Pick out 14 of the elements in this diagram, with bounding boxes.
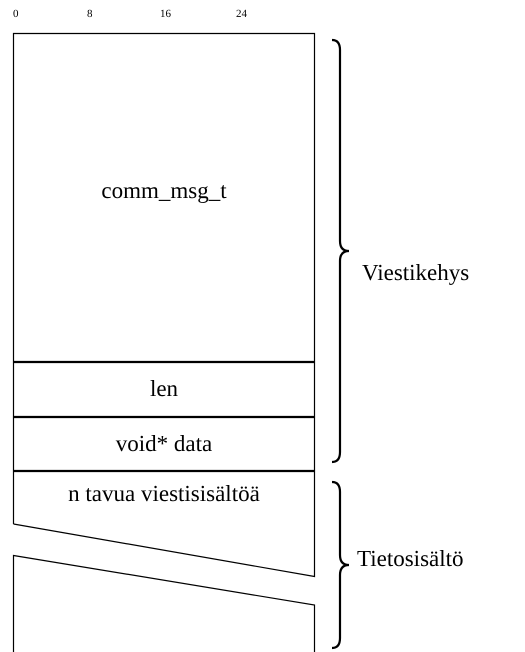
field-box: [13, 417, 315, 471]
bit-offset: 16: [160, 8, 171, 20]
section-label: Tietosisältö: [357, 546, 464, 572]
field-name: n tavua viestisisältöä: [67, 481, 261, 507]
field-name: comm_msg_t: [100, 178, 228, 204]
field-name: len: [148, 376, 180, 402]
bit-offset: 24: [236, 8, 247, 20]
section-label: Viestikehys: [362, 260, 470, 286]
field-box: [13, 471, 315, 577]
field-box: [13, 33, 315, 362]
field-name: void* data: [114, 431, 214, 457]
bit-offset: 8: [87, 8, 92, 20]
bit-offset: 0: [13, 8, 18, 20]
field-box: [13, 362, 315, 417]
